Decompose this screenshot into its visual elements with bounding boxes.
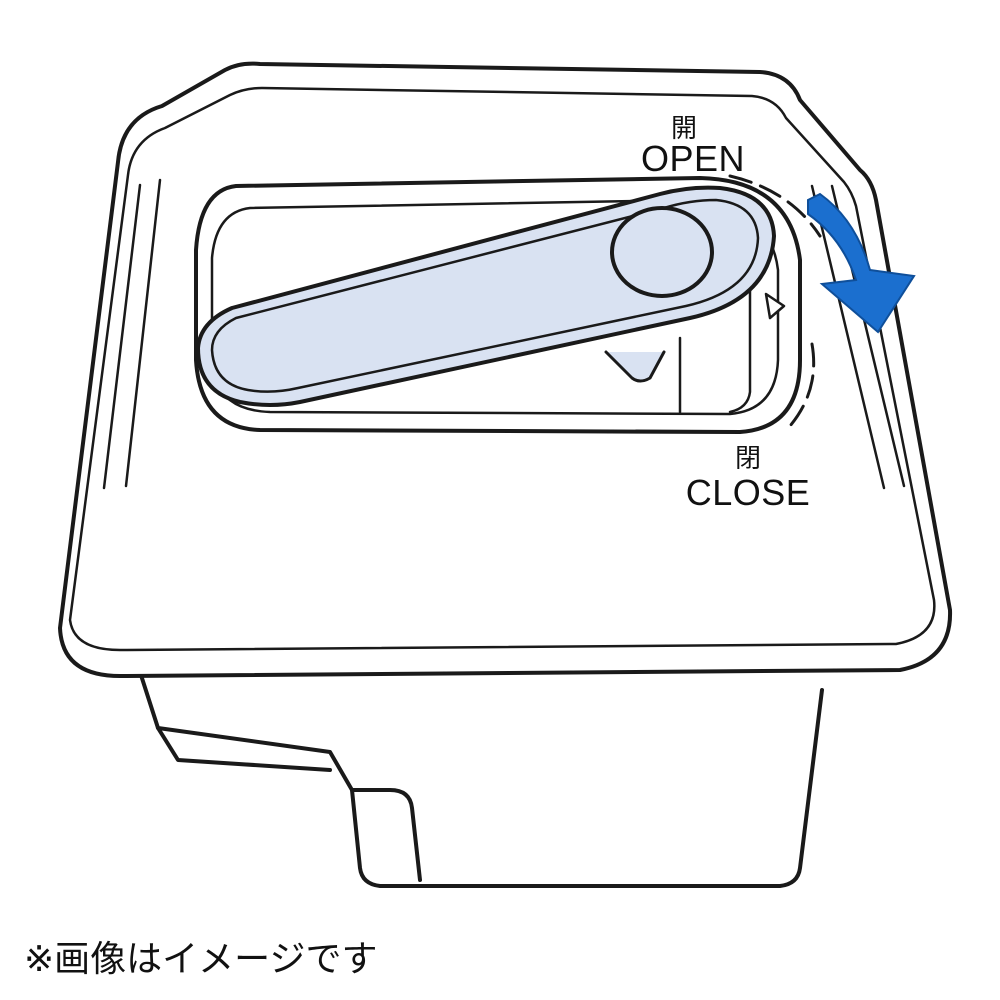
close-label: CLOSE	[685, 472, 811, 513]
close-label-jp: 閉	[734, 444, 761, 474]
rotate-arrow-icon	[807, 192, 916, 334]
open-label: OPEN	[640, 138, 746, 179]
open-label-jp: 開	[670, 114, 697, 144]
tank-body	[138, 670, 824, 888]
image-disclaimer: ※画像はイメージです	[24, 939, 378, 980]
lever-pivot	[610, 206, 714, 298]
